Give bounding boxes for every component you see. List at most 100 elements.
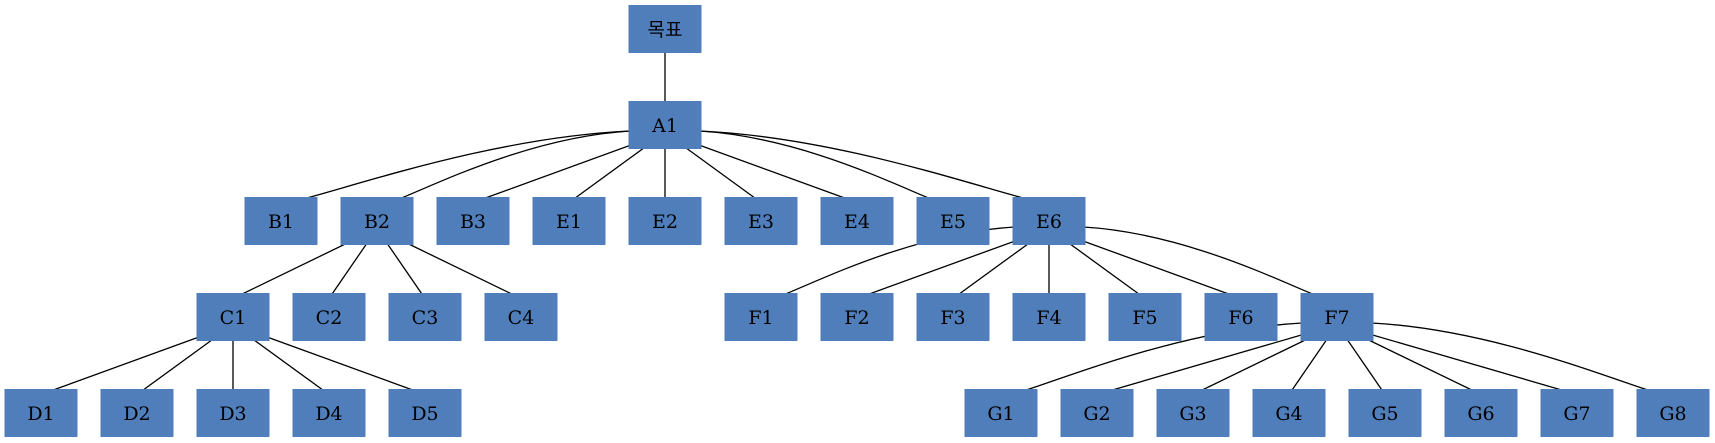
node-label: F6: [1228, 307, 1253, 329]
node-f4: F4: [1012, 293, 1086, 341]
edge-a1-e1: [573, 140, 654, 200]
edge-f7-g7: [1365, 332, 1566, 392]
node-a1: A1: [628, 101, 702, 149]
node-f2: F2: [820, 293, 894, 341]
node-box: [724, 197, 798, 245]
node-label: G2: [1083, 403, 1110, 425]
edge-a1-e4: [687, 140, 848, 200]
edge-c1-d1: [50, 332, 211, 392]
edge-b2-c2: [330, 236, 372, 296]
node-label: G7: [1563, 403, 1590, 425]
node-box: [628, 5, 702, 53]
edge-f7-g8: [1371, 322, 1652, 392]
node-label: B3: [460, 211, 486, 233]
node-f7: F7: [1300, 293, 1374, 341]
edge-e6-f7: [1083, 226, 1316, 296]
node-e1: E1: [532, 197, 606, 245]
node-label: G6: [1467, 403, 1494, 425]
edge-c1-d4: [244, 332, 325, 392]
node-g8: G8: [1636, 389, 1710, 437]
node-label: D2: [123, 403, 150, 425]
node-f3: F3: [916, 293, 990, 341]
node-box: [4, 389, 78, 437]
node-label: C1: [220, 307, 247, 329]
node-e6: E6: [1012, 197, 1086, 245]
node-box: [1012, 197, 1086, 245]
edge-a1-b1: [302, 130, 631, 200]
edge-f7-g3: [1199, 332, 1321, 392]
node-box: [196, 389, 270, 437]
node-label: A1: [651, 115, 678, 137]
node-d4: D4: [292, 389, 366, 437]
node-box: [628, 101, 702, 149]
node-c2: C2: [292, 293, 366, 341]
node-label: F4: [1036, 307, 1061, 329]
node-b1: B1: [244, 197, 318, 245]
node-box: [1300, 293, 1374, 341]
node-label: D4: [315, 403, 342, 425]
edge-e6-f5: [1060, 236, 1141, 296]
node-box: [196, 293, 270, 341]
node-label: B2: [364, 211, 390, 233]
node-g7: G7: [1540, 389, 1614, 437]
node-b2: B2: [340, 197, 414, 245]
node-label: E6: [1036, 211, 1062, 233]
node-d2: D2: [100, 389, 174, 437]
node-label: C4: [508, 307, 535, 329]
node-label: E2: [652, 211, 678, 233]
node-label: G5: [1371, 403, 1398, 425]
edge-e6-f6: [1071, 236, 1232, 296]
edge-a1-b2: [398, 130, 631, 200]
node-g2: G2: [1060, 389, 1134, 437]
edge-a1-e3: [676, 140, 757, 200]
node-box: [1204, 293, 1278, 341]
node-box: [100, 389, 174, 437]
edge-e6-f3: [957, 236, 1038, 296]
node-box: [436, 197, 510, 245]
node-b3: B3: [436, 197, 510, 245]
node-d5: D5: [388, 389, 462, 437]
node-label: E1: [556, 211, 582, 233]
node-label: 목표: [648, 19, 683, 41]
node-c3: C3: [388, 293, 462, 341]
node-box: [628, 197, 702, 245]
edge-c1-d5: [255, 332, 416, 392]
edge-b2-c4: [393, 236, 515, 296]
node-label: F7: [1324, 307, 1349, 329]
node-box: [1108, 293, 1182, 341]
node-box: [1012, 293, 1086, 341]
node-box: [1060, 389, 1134, 437]
node-box: [340, 197, 414, 245]
node-label: G1: [987, 403, 1014, 425]
node-label: E3: [748, 211, 774, 233]
node-label: D1: [27, 403, 54, 425]
node-box: [388, 293, 462, 341]
edge-a1-e6: [699, 130, 1028, 200]
edge-f7-g4: [1290, 332, 1332, 392]
node-box: [484, 293, 558, 341]
node-g3: G3: [1156, 389, 1230, 437]
node-label: E5: [940, 211, 966, 233]
edge-c1-d2: [141, 332, 222, 392]
node-box: [292, 293, 366, 341]
node-f5: F5: [1108, 293, 1182, 341]
node-f1: F1: [724, 293, 798, 341]
node-label: G8: [1659, 403, 1686, 425]
edge-f7-g2: [1108, 332, 1309, 392]
node-label: B1: [268, 211, 294, 233]
node-label: G4: [1275, 403, 1302, 425]
node-box: [388, 389, 462, 437]
node-label: F5: [1132, 307, 1157, 329]
node-label: E4: [844, 211, 870, 233]
node-box: [1636, 389, 1710, 437]
node-label: D5: [411, 403, 438, 425]
node-label: F3: [940, 307, 965, 329]
node-box: [1348, 389, 1422, 437]
node-box: [532, 197, 606, 245]
node-label: F2: [844, 307, 869, 329]
edge-b2-c3: [382, 236, 424, 296]
node-g5: G5: [1348, 389, 1422, 437]
edge-f7-g5: [1342, 332, 1384, 392]
